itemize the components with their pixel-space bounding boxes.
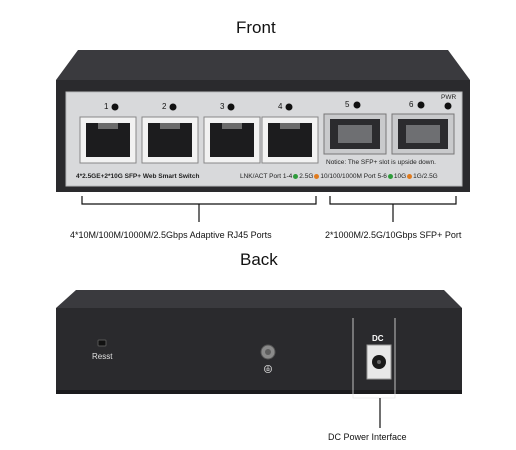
led-port-6	[417, 101, 425, 109]
back-heading: Back	[240, 250, 278, 269]
back-chassis-top	[56, 290, 462, 308]
port-number-1: 1	[104, 102, 109, 111]
led-legend: LNK/ACT Port 1-4 2.5G 10/100/1000M Port 5-…	[240, 173, 438, 180]
sfp-caption: 2*1000M/2.5G/10Gbps SFP+ Port	[325, 230, 462, 240]
dc-caption: DC Power Interface	[328, 432, 407, 442]
sfp-legend-green: 10G	[393, 173, 407, 180]
pwr-label: PWR	[441, 94, 457, 101]
led-green-icon	[387, 173, 393, 179]
reset-label: Resst	[92, 352, 113, 361]
led-port-2	[169, 103, 177, 111]
lnk-act-label: LNK/ACT	[240, 173, 268, 180]
dc-label: DC	[372, 334, 384, 343]
rj45-port-4	[261, 116, 319, 164]
port-number-2: 2	[162, 102, 167, 111]
sfp-bracket	[329, 196, 457, 205]
dc-jack	[366, 344, 392, 380]
sfp-port-5	[323, 113, 387, 155]
front-chassis-top	[56, 50, 470, 80]
port-number-6: 6	[409, 100, 414, 109]
rj45-legend-orange: 10/100/1000M	[320, 173, 362, 180]
port-number-3: 3	[220, 102, 225, 111]
reset-button	[97, 339, 107, 347]
led-green-icon	[293, 173, 299, 179]
led-port-4	[285, 103, 293, 111]
panel-model: 4*2.5GE+2*10G SFP+ Web Smart Switch	[76, 173, 200, 180]
rj45-legend-green: 2.5G	[299, 173, 314, 180]
led-orange-icon	[407, 173, 413, 179]
led-port-1	[111, 103, 119, 111]
sfp-legend-orange: 1G/2.5G	[413, 173, 438, 180]
sfp-legend-prefix: Port 5-6	[363, 173, 387, 180]
back-chassis	[56, 308, 462, 394]
sfp-port-6	[391, 113, 455, 155]
rj45-bracket	[81, 196, 317, 205]
dc-bracket	[352, 318, 396, 399]
led-pwr	[444, 102, 452, 110]
led-port-5	[353, 101, 361, 109]
led-orange-icon	[314, 173, 320, 179]
port-number-4: 4	[278, 102, 283, 111]
rj45-caption: 4*10M/100M/1000M/2.5Gbps Adaptive RJ45 P…	[70, 230, 272, 240]
led-port-3	[227, 103, 235, 111]
rj45-port-3	[203, 116, 261, 164]
front-heading: Front	[236, 18, 276, 37]
rj45-port-1	[79, 116, 137, 164]
ground-icon	[263, 364, 272, 373]
sfp-notice: Notice: The SFP+ slot is upside down.	[326, 159, 436, 166]
rj45-legend-prefix: Port 1-4	[269, 173, 293, 180]
port-number-5: 5	[345, 100, 350, 109]
rj45-port-2	[141, 116, 199, 164]
